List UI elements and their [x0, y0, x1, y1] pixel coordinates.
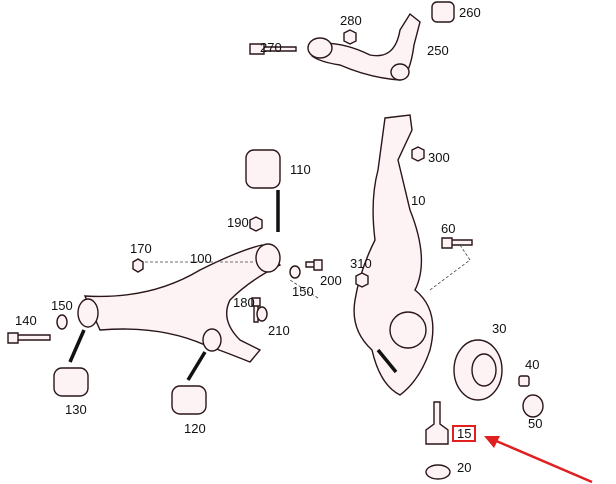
part-label-130: 130	[65, 402, 87, 417]
bushing-130	[53, 367, 89, 397]
lower-arm-inner-bushing	[255, 243, 281, 273]
part-label-100: 100	[190, 251, 212, 266]
ball-joint-250	[390, 63, 410, 81]
part-label-180: 180	[233, 295, 255, 310]
part-label-50: 50	[528, 416, 543, 431]
part-label-30: 30	[492, 321, 507, 336]
nut-280	[343, 29, 357, 45]
part-label-260: 260	[459, 5, 481, 20]
washer-150a	[56, 314, 68, 330]
part-label-110: 110	[290, 162, 311, 177]
part-label-190: 190	[227, 215, 249, 230]
nut-310	[355, 272, 369, 288]
nut-190	[249, 216, 263, 232]
part-label-280: 280	[340, 13, 362, 28]
knuckle-bore	[389, 311, 427, 349]
nut-210	[256, 306, 268, 322]
bushing-260	[431, 1, 455, 23]
bolt-140	[7, 332, 51, 344]
bushing-120	[171, 385, 207, 415]
part-label-120: 120	[184, 421, 206, 436]
upper-arm-bushing	[307, 37, 333, 59]
lower-arm-rear-bushing	[202, 328, 222, 352]
bolt-200	[305, 259, 323, 271]
bolt-270	[249, 43, 297, 55]
part-label-15-highlighted: 15	[452, 425, 477, 442]
ball-joint-15	[425, 401, 449, 445]
part-label-10: 10	[411, 193, 426, 208]
upper-control-arm	[311, 12, 421, 81]
part-label-150-right: 150	[292, 284, 314, 299]
part-label-250: 250	[427, 43, 449, 58]
part-label-270: 270	[260, 40, 282, 55]
bolt-40	[518, 375, 530, 387]
bolt-60	[441, 237, 473, 249]
lower-arm-front-bushing	[77, 298, 99, 328]
red-pointer-arrow	[484, 436, 593, 484]
nut-300	[411, 146, 425, 162]
part-label-60: 60	[441, 221, 456, 236]
part-label-140: 140	[15, 313, 37, 328]
part-label-40: 40	[525, 357, 540, 372]
part-label-210: 210	[268, 323, 290, 338]
washer-150b	[289, 265, 301, 279]
nut-170	[132, 258, 144, 273]
part-label-170: 170	[130, 241, 152, 256]
washer-20	[425, 464, 451, 480]
part-label-20: 20	[457, 460, 472, 475]
bushing-110	[245, 149, 281, 189]
part-label-300: 300	[428, 150, 450, 165]
nut-50	[522, 394, 544, 418]
part-label-310: 310	[350, 256, 372, 271]
lower-control-arm	[83, 244, 282, 363]
part-label-200: 200	[320, 273, 342, 288]
part-label-150-left: 150	[51, 298, 73, 313]
